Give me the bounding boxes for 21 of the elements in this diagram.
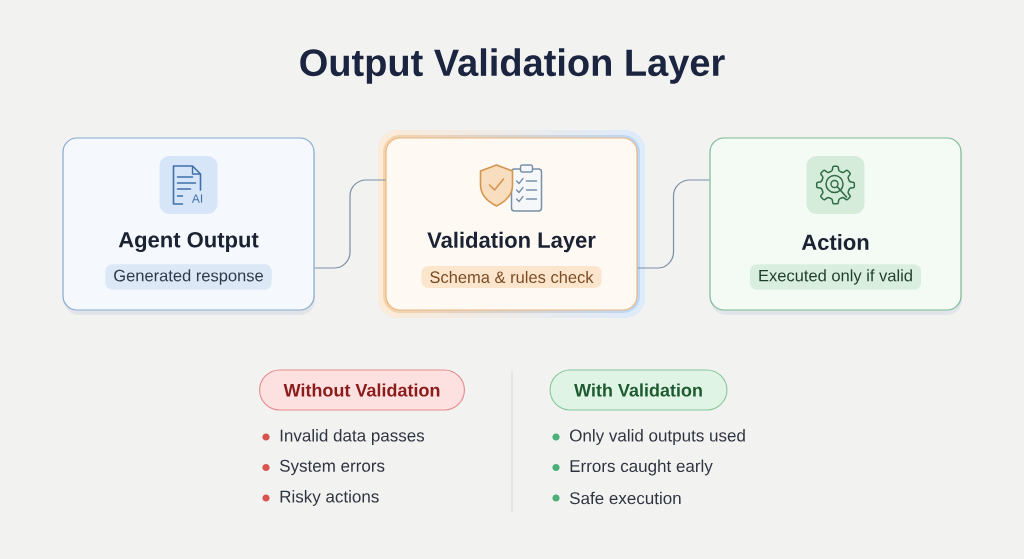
subtitle-pill: Schema & rules check <box>421 265 602 289</box>
box-title: Validation Layer <box>427 231 596 253</box>
bullet-text: Only valid outputs used <box>570 429 745 445</box>
process-box <box>62 137 315 315</box>
process-box <box>378 130 645 318</box>
box-title: Action <box>801 233 869 251</box>
process-box <box>709 137 962 315</box>
bullet-text: Risky actions <box>280 490 379 506</box>
icon-letters: AI <box>191 194 203 203</box>
bullet-text: Invalid data passes <box>280 429 425 445</box>
connector-line <box>637 179 710 269</box>
bullet-text: System errors <box>279 459 385 476</box>
title: Output Validation Layer <box>300 48 725 84</box>
subtitle-pill: Generated response <box>105 264 272 290</box>
bullet-text: Errors caught early <box>570 459 713 476</box>
box-title: Agent Output <box>118 232 259 252</box>
header-pill: Without Validation <box>259 369 465 411</box>
header-pill: With Validation <box>549 369 728 411</box>
bullet-text: Safe execution <box>570 491 681 505</box>
connector-line <box>314 179 386 269</box>
subtitle-pill: Executed only if valid <box>750 264 921 290</box>
